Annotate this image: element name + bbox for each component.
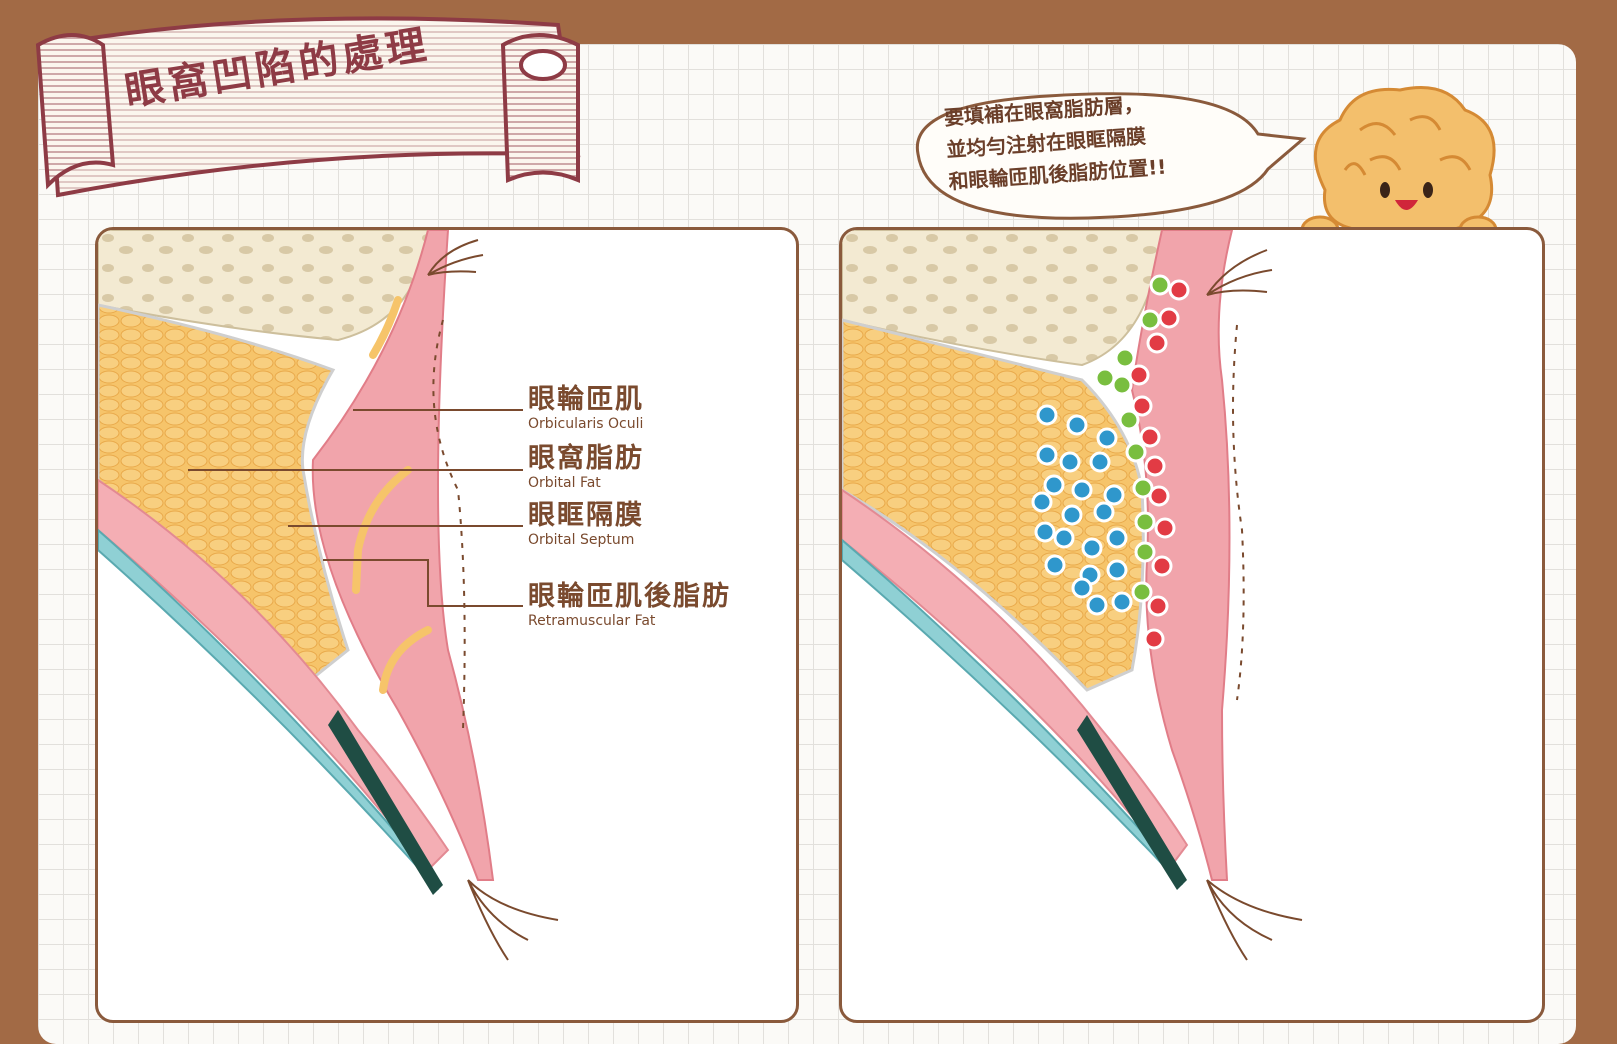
- injection-dot-red: [1133, 397, 1151, 415]
- injection-dot-red: [1130, 366, 1148, 384]
- injection-dot-green: [1141, 311, 1159, 329]
- speech-bubble-text: 要填補在眼窩脂肪層， 並均勻注射在眼眶隔膜 和眼輪匝肌後脂肪位置!!: [943, 87, 1167, 198]
- injection-dot-red: [1146, 457, 1164, 475]
- injection-dot-red: [1148, 334, 1166, 352]
- injection-dot-blue: [1061, 453, 1079, 471]
- injection-dot-red: [1170, 281, 1188, 299]
- anatomy-panel-left: 眼輪匝肌 Orbicularis Oculi 眼窩脂肪 Orbital Fat …: [95, 227, 799, 1023]
- injection-dot-blue: [1108, 529, 1126, 547]
- injection-dot-blue: [1038, 406, 1056, 424]
- injection-dot-blue: [1033, 493, 1051, 511]
- injection-dot-blue: [1068, 416, 1086, 434]
- injection-dot-green: [1136, 543, 1154, 561]
- injection-dot-blue: [1098, 429, 1116, 447]
- label-retramuscular-fat: 眼輪匝肌後脂肪 Retramuscular Fat: [528, 582, 731, 630]
- injection-dot-blue: [1073, 579, 1091, 597]
- fat-blob-mascot-icon: [1300, 80, 1512, 248]
- anatomy-panel-right: [839, 227, 1545, 1023]
- injection-dot-green: [1096, 369, 1114, 387]
- injection-dot-green: [1133, 583, 1151, 601]
- injection-dot-red: [1156, 519, 1174, 537]
- injection-dot-green: [1113, 376, 1131, 394]
- injection-dot-blue: [1045, 476, 1063, 494]
- injection-dot-red: [1153, 557, 1171, 575]
- injection-dot-blue: [1055, 529, 1073, 547]
- injection-dot-red: [1160, 309, 1178, 327]
- injection-dot-green: [1116, 349, 1134, 367]
- injection-dot-blue: [1036, 523, 1054, 541]
- injection-dot-blue: [1046, 556, 1064, 574]
- injection-dot-blue: [1105, 486, 1123, 504]
- label-orbital-septum: 眼眶隔膜 Orbital Septum: [528, 501, 644, 549]
- injection-dot-green: [1151, 276, 1169, 294]
- eyelid-cross-section-right: [842, 230, 1542, 1020]
- injection-dot-blue: [1038, 446, 1056, 464]
- injection-dot-green: [1127, 443, 1145, 461]
- injection-dot-green: [1136, 513, 1154, 531]
- injection-dot-blue: [1113, 593, 1131, 611]
- injection-dot-blue: [1083, 539, 1101, 557]
- injection-dot-blue: [1073, 481, 1091, 499]
- label-orbicularis-oculi: 眼輪匝肌 Orbicularis Oculi: [528, 385, 644, 433]
- injection-dot-blue: [1088, 596, 1106, 614]
- injection-dot-red: [1149, 597, 1167, 615]
- injection-dot-blue: [1063, 506, 1081, 524]
- injection-dot-red: [1145, 630, 1163, 648]
- injection-dot-blue: [1091, 453, 1109, 471]
- label-orbital-fat: 眼窩脂肪 Orbital Fat: [528, 444, 644, 492]
- injection-dot-red: [1141, 428, 1159, 446]
- injection-dot-blue: [1095, 503, 1113, 521]
- injection-dot-red: [1150, 487, 1168, 505]
- injection-dot-blue: [1108, 561, 1126, 579]
